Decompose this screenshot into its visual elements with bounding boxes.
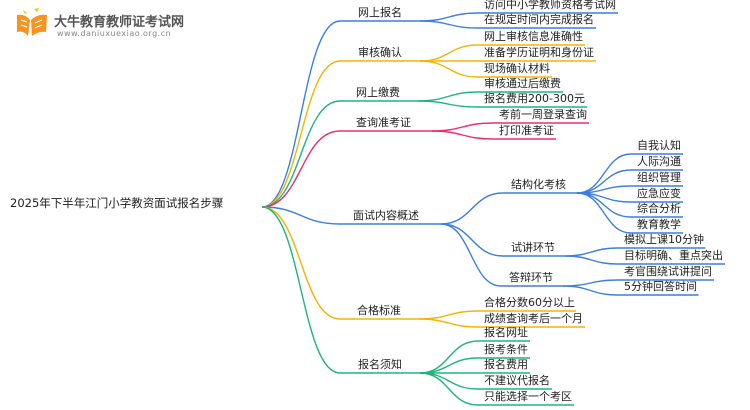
branch-0-leaf-1-connector [419,20,479,29]
leaf-node-5-1: 成绩查询考后一个月 [484,312,583,325]
leaf-node-6-0: 报名网址 [484,326,528,339]
branch-2-leaf-1-connector [417,100,479,108]
sub-leaf-node-0-2: 组织管理 [637,171,681,184]
sub-1-leaf-0-connector [564,247,619,257]
root-to-branch-5-connector [261,206,341,320]
branch-3-leaf-1-connector [431,130,494,140]
branch-node-1: 审核确认 [358,46,402,59]
sub-leaf-node-1-0: 模拟上课10分钟 [624,233,704,246]
sub-node-0: 结构化考核 [511,178,566,191]
leaf-node-1-2: 现场确认材料 [484,62,550,75]
leaf-node-6-4: 只能选择一个考区 [484,390,572,403]
root-to-branch-1-connector [261,60,341,208]
leaf-node-0-1: 在规定时间内完成报名 [484,13,594,26]
branch-6-leaf-1-connector [419,357,479,374]
sub-0-leaf-5-connector [576,192,632,234]
sub-leaf-node-0-1: 人际沟通 [637,155,681,168]
sub-0-leaf-0-connector [576,153,632,194]
branch-6-leaf-4-connector [419,372,479,406]
branch-0-leaf-0-connector [419,12,479,22]
sub-leaf-node-0-4: 综合分析 [637,202,681,215]
branch-6-leaf-3-connector [419,372,479,390]
leaf-node-3-0: 考前一周登录查询 [499,108,587,121]
leaf-node-6-2: 报名费用 [484,358,528,371]
leaf-node-2-0: 审核通过后缴费 [484,77,561,90]
leaf-node-1-0: 网上审核信息准确性 [484,30,583,43]
site-name: 大牛教育教师证考试网 [54,15,185,30]
sub-leaf-node-1-1: 目标明确、重点突出 [624,249,723,262]
sub-leaf-node-2-1: 5分钟回答时间 [624,280,697,293]
branch-node-6: 报名须知 [358,358,402,371]
branch-node-2: 网上缴费 [356,86,400,99]
root-node: 2025年下半年江门小学教资面试报名步骤 [10,196,224,210]
sub-leaf-node-2-0: 考官围绕试讲提问 [624,265,712,278]
branch-4-sub-2-connector [440,223,502,287]
leaf-node-2-1: 报名费用200-300元 [484,92,585,105]
sub-2-leaf-0-connector [562,279,619,287]
branch-5-leaf-0-connector [418,310,479,320]
root-to-branch-6-connector [261,206,341,374]
sub-leaf-node-0-5: 教育教学 [637,218,681,231]
branch-1-leaf-0-connector [419,44,479,62]
sub-leaf-node-0-3: 应急应变 [637,187,681,200]
branch-4-sub-1-connector [440,223,504,257]
branch-node-0: 网上报名 [358,6,402,19]
sub-2-leaf-1-connector [562,285,619,296]
branch-5-leaf-1-connector [418,318,479,328]
leaf-node-5-0: 合格分数60分以上 [484,296,575,309]
branch-1-leaf-2-connector [419,60,479,78]
root-to-branch-4-connector [261,206,341,225]
leaf-node-1-1: 准备学历证明和身份证 [484,46,594,59]
leaf-node-3-1: 打印准考证 [499,124,554,137]
sub-node-2: 答辩环节 [509,271,553,284]
branch-node-5: 合格标准 [357,304,401,317]
sub-node-1: 试讲环节 [511,241,555,254]
branch-node-3: 查询准考证 [356,116,411,129]
branch-3-leaf-0-connector [431,122,494,132]
leaf-node-0-0: 访问中小学教师资格考试网 [484,0,616,11]
leaf-node-6-3: 不建议代报名 [484,374,550,387]
sub-leaf-node-0-0: 自我认知 [637,139,681,152]
root-to-branch-0-connector [261,20,341,208]
branch-node-4: 面试内容概述 [353,209,419,222]
root-to-branch-3-connector [261,130,341,208]
site-url: www.daniuxuexiao.org.cn [57,29,172,38]
branch-2-leaf-0-connector [417,91,479,102]
branch-4-sub-0-connector [440,192,504,225]
leaf-node-6-1: 报考条件 [484,343,528,356]
root-to-branch-2-connector [261,100,341,208]
sub-1-leaf-1-connector [564,255,619,265]
branch-6-leaf-0-connector [419,340,479,374]
book-logo-icon [17,8,47,36]
